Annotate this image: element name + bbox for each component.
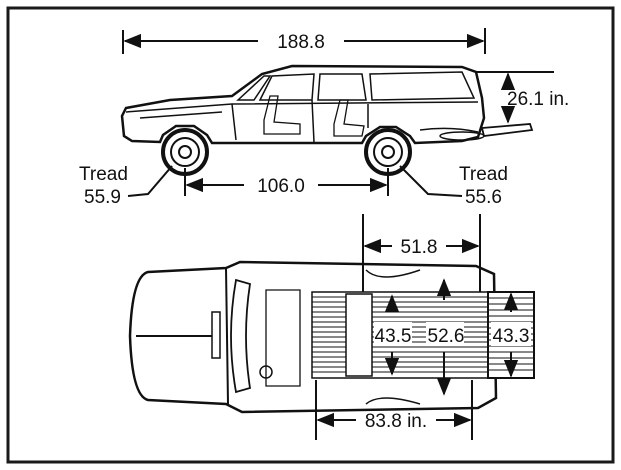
front-tread-callout: Tread 55.9 (79, 164, 173, 208)
overall-length-label: 188.8 (277, 32, 325, 53)
front-door-window (258, 73, 315, 101)
windshield-top (230, 278, 252, 394)
rear-seat (333, 99, 365, 137)
wheelwell-width-dimension: 43.5 (374, 294, 412, 376)
rear-height-dimension: 26.1 in. (476, 71, 569, 124)
max-cargo-width-dimension: 52.6 (426, 278, 465, 396)
windshield (236, 75, 272, 101)
wheel-wells (365, 269, 421, 405)
tailgate-width-label: 43.3 (493, 326, 530, 347)
open-tailgate (480, 123, 534, 137)
car-body-side (120, 64, 486, 145)
cowl-vent (211, 311, 221, 359)
front-seat (263, 95, 301, 135)
rear-wheel (364, 128, 412, 176)
front-tread-value: 55.9 (84, 187, 121, 208)
wheelbase-label: 106.0 (257, 176, 305, 197)
side-trim (139, 111, 479, 133)
rear-tread-label: Tread (459, 164, 508, 185)
cargo-length-dimension: 51.8 (362, 214, 481, 292)
tailgate-width-dimension: 43.3 (491, 292, 531, 378)
rear-door-window (317, 73, 367, 101)
max-cargo-width-label: 52.6 (428, 326, 465, 347)
front-seats-top (265, 289, 301, 387)
folded-rear-seat (345, 293, 373, 377)
rear-tread-callout: Tread 55.6 (399, 164, 508, 208)
side-view: 188.8 26.1 in. 106.0 Tread 55.9 Tread 55… (79, 28, 569, 208)
hood-edge (225, 267, 229, 405)
folded-cargo-length-dimension: 83.8 in. (315, 380, 473, 440)
top-view: 51.8 83.8 in. 43.5 52.6 43.3 (128, 214, 535, 440)
wheelbase-dimension: 106.0 (184, 168, 389, 197)
front-tread-label: Tread (79, 164, 128, 185)
rear-height-label: 26.1 in. (507, 89, 569, 110)
cargo-window (369, 71, 476, 101)
rear-tread-value: 55.6 (465, 187, 502, 208)
wheelwell-width-label: 43.5 (375, 326, 412, 347)
overall-length-dimension: 188.8 (122, 28, 486, 54)
cargo-length-label: 51.8 (401, 237, 438, 258)
front-door (231, 99, 315, 143)
folded-cargo-length-label: 83.8 in. (365, 411, 427, 432)
